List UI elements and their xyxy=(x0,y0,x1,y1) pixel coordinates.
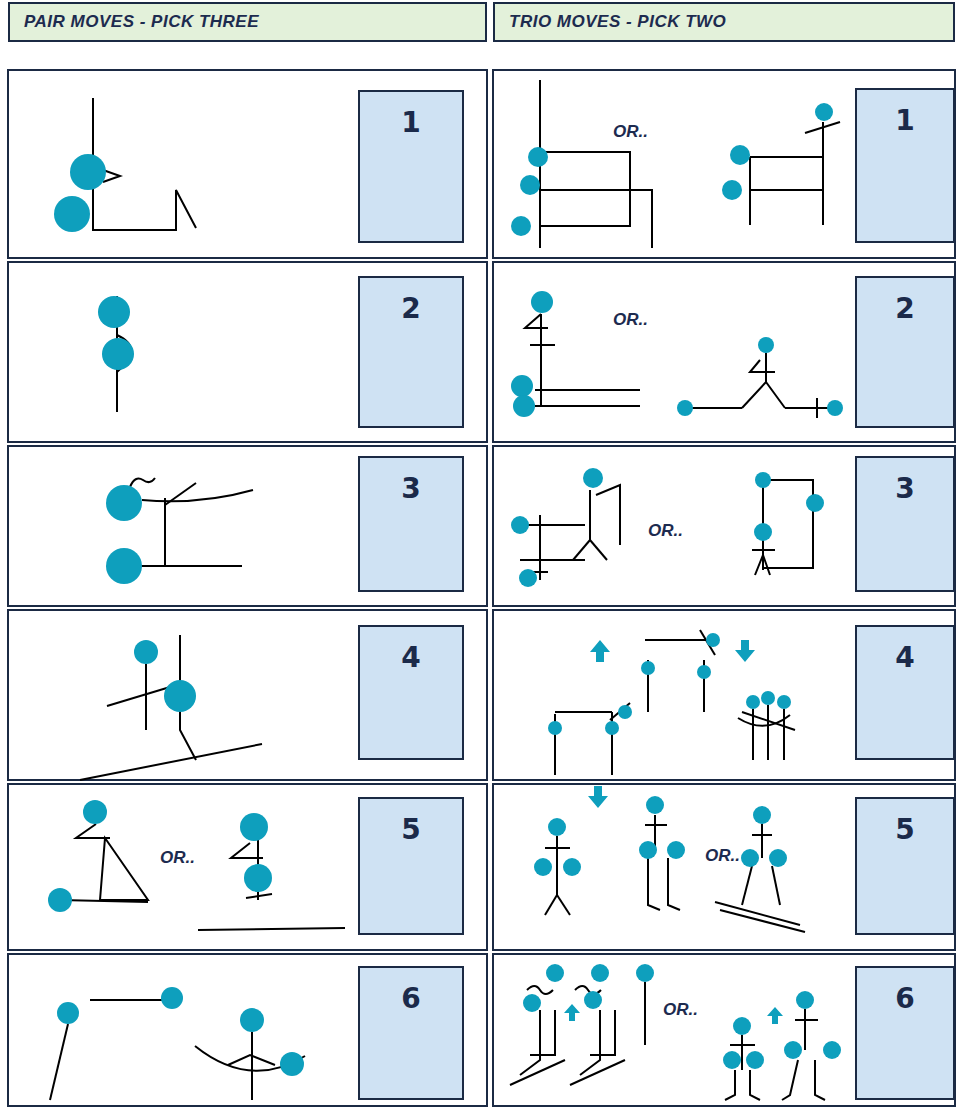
or-label: OR.. xyxy=(648,521,683,541)
callout-number: 6 xyxy=(895,982,914,1015)
move-number-box: 5 xyxy=(358,797,464,935)
callout-number: 6 xyxy=(401,982,420,1015)
callout-number: 1 xyxy=(401,106,420,139)
callout-number: 5 xyxy=(895,813,914,846)
callout-number: 1 xyxy=(895,104,914,137)
move-number-box: 5 xyxy=(855,797,955,935)
or-label: OR.. xyxy=(705,846,740,866)
callout-number: 4 xyxy=(401,641,420,674)
or-label: OR.. xyxy=(613,122,648,142)
move-number-box: 3 xyxy=(358,456,464,592)
header-text: PAIR MOVES - PICK THREE xyxy=(24,12,259,32)
or-label: OR.. xyxy=(663,1000,698,1020)
or-label: OR.. xyxy=(160,848,195,868)
header-text: TRIO MOVES - PICK TWO xyxy=(509,12,726,32)
callout-number: 4 xyxy=(895,641,914,674)
move-number-box: 1 xyxy=(855,88,955,243)
move-number-box: 4 xyxy=(358,625,464,760)
callout-number: 5 xyxy=(401,813,420,846)
move-number-box: 2 xyxy=(855,276,955,428)
move-number-box: 2 xyxy=(358,276,464,428)
column-header: PAIR MOVES - PICK THREE xyxy=(8,2,487,42)
or-label: OR.. xyxy=(613,310,648,330)
move-number-box: 4 xyxy=(855,625,955,760)
column-header: TRIO MOVES - PICK TWO xyxy=(493,2,955,42)
callout-number: 3 xyxy=(895,472,914,505)
callout-number: 3 xyxy=(401,472,420,505)
move-number-box: 6 xyxy=(855,966,955,1100)
move-number-box: 6 xyxy=(358,966,464,1100)
callout-number: 2 xyxy=(895,292,914,325)
move-number-box: 1 xyxy=(358,90,464,243)
move-number-box: 3 xyxy=(855,456,955,592)
callout-number: 2 xyxy=(401,292,420,325)
